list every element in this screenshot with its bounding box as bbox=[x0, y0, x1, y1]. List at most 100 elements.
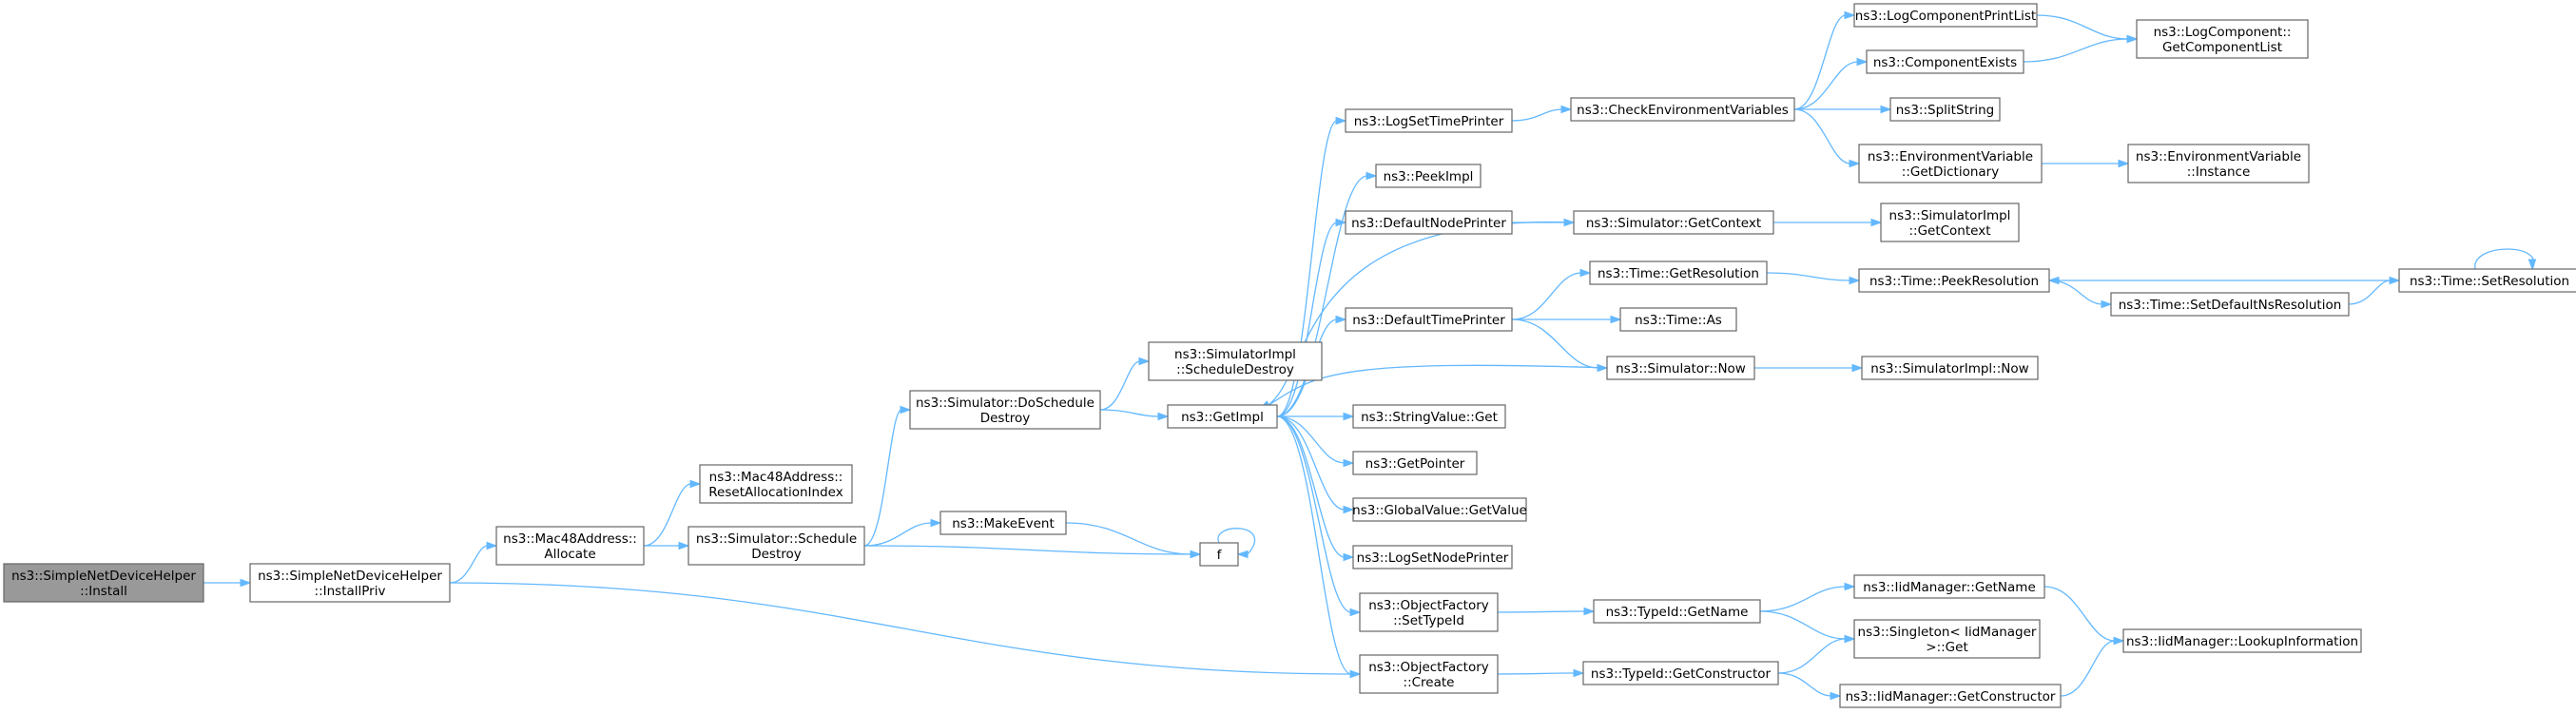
node-ns3-checkenvironmentvariables[interactable]: ns3::CheckEnvironmentVariables bbox=[1570, 97, 1795, 122]
node-ns3-componentexists[interactable]: ns3::ComponentExists bbox=[1866, 49, 2024, 74]
edge-n7-n7 bbox=[1217, 528, 1256, 559]
edge-line bbox=[1793, 108, 1851, 164]
node-ns3-makeevent[interactable]: ns3::MakeEvent bbox=[939, 511, 1067, 535]
node-ns3-singleton-iidmanager-get[interactable]: ns3::Singleton< IidManager>::Get bbox=[1853, 619, 2041, 659]
node-ns3-splitstring[interactable]: ns3::SplitString bbox=[1889, 97, 2001, 122]
edge-n26-n36 bbox=[1777, 672, 1842, 701]
node-box bbox=[1167, 404, 1278, 429]
edge-n28-n37 bbox=[2023, 34, 2139, 63]
node-box bbox=[1619, 307, 1737, 332]
node-label: ResetAllocationIndex bbox=[708, 485, 843, 500]
edge-line bbox=[2023, 38, 2129, 63]
node-ns3-simulatorimpl-now[interactable]: ns3::SimulatorImpl::Now bbox=[1861, 356, 2039, 380]
node-box bbox=[909, 390, 1101, 430]
node-box bbox=[1199, 542, 1239, 567]
node-ns3-time-setresolution[interactable]: ns3::Time::SetResolution bbox=[2398, 268, 2576, 293]
node-ns3-getpointer[interactable]: ns3::GetPointer bbox=[1352, 451, 1478, 475]
node-box bbox=[1148, 341, 1323, 381]
node-ns3-logcomponent-getcomponentlist[interactable]: ns3::LogComponent::GetComponentList bbox=[2136, 19, 2309, 59]
node-label: ns3::Simulator::GetContext bbox=[1586, 216, 1761, 231]
edge-line bbox=[1276, 415, 1346, 464]
node-label: ns3::Mac48Address:: bbox=[503, 531, 637, 547]
node-ns3-simulatorimpl-scheduledestroy[interactable]: ns3::SimulatorImpl::ScheduleDestroy bbox=[1148, 341, 1323, 381]
node-label: ns3::SimulatorImpl::Now bbox=[1870, 361, 2028, 376]
edge-n13-n23 bbox=[1512, 315, 1622, 324]
edge-n25-n34 bbox=[1759, 582, 1856, 612]
node-ns3-iidmanager-lookupinformation[interactable]: ns3::IidManager::LookupInformation bbox=[2122, 628, 2362, 653]
node-ns3-stringvalue-get[interactable]: ns3::StringValue::Get bbox=[1352, 404, 1506, 429]
edge-n9-n17 bbox=[1276, 415, 1355, 562]
edge-n5-n8 bbox=[1099, 357, 1151, 411]
node-box bbox=[1889, 97, 2001, 122]
edge-line bbox=[1276, 175, 1368, 417]
node-label: ns3::MakeEvent bbox=[952, 516, 1055, 531]
node-ns3-iidmanager-getconstructor[interactable]: ns3::IidManager::GetConstructor bbox=[1839, 684, 2062, 708]
node-ns3-getimpl[interactable]: ns3::GetImpl bbox=[1167, 404, 1278, 429]
node-box bbox=[2122, 628, 2362, 653]
node-ns3-typeid-getname[interactable]: ns3::TypeId::GetName bbox=[1593, 599, 1761, 624]
edge-n26-n35 bbox=[1777, 634, 1856, 674]
node-ns3-environmentvariable-instance[interactable]: ns3::EnvironmentVariable::Instance bbox=[2127, 144, 2310, 183]
node-ns3-mac48address-resetallocationindex[interactable]: ns3::Mac48Address::ResetAllocationIndex bbox=[699, 464, 853, 504]
node-label: ns3::Singleton< IidManager bbox=[1858, 625, 2037, 640]
node-ns3-logcomponentprintlist[interactable]: ns3::LogComponentPrintList bbox=[1853, 3, 2038, 28]
node-box bbox=[1853, 619, 2041, 659]
edge-n4-n7 bbox=[863, 545, 1202, 559]
edge-n32-n39 bbox=[2048, 280, 2113, 309]
node-ns3-iidmanager-getname[interactable]: ns3::IidManager::GetName bbox=[1853, 574, 2045, 599]
node-ns3-objectfactory-settypeid[interactable]: ns3::ObjectFactory::SetTypeId bbox=[1359, 592, 1499, 632]
node-label: ns3::IidManager::GetName bbox=[1863, 580, 2036, 595]
node-ns3-environmentvariable-getdictionary[interactable]: ns3::EnvironmentVariable::GetDictionary bbox=[1858, 144, 2043, 183]
node-box bbox=[1858, 268, 2050, 293]
node-ns3-logsetnodeprinter[interactable]: ns3::LogSetNodePrinter bbox=[1352, 545, 1513, 569]
node-box bbox=[3, 563, 204, 603]
edge-n20-n27 bbox=[1793, 10, 1856, 110]
edge-line bbox=[1065, 522, 1192, 555]
node-label: Allocate bbox=[544, 547, 595, 562]
edge-line bbox=[1276, 415, 1352, 613]
node-label: ns3::Time::SetResolution bbox=[2410, 274, 2569, 289]
node-label: ns3::LogSetNodePrinter bbox=[1357, 550, 1509, 566]
node-ns3-time-setdefaultnsresolution[interactable]: ns3::Time::SetDefaultNsResolution bbox=[2110, 292, 2350, 317]
node-ns3-simulatorimpl-getcontext[interactable]: ns3::SimulatorImpl::GetContext bbox=[1880, 203, 2020, 242]
node-ns3-simulator-now[interactable]: ns3::Simulator::Now bbox=[1606, 356, 1755, 380]
node-label: f bbox=[1217, 548, 1223, 563]
node-box bbox=[1352, 404, 1506, 429]
node-ns3-defaulttimeprinter[interactable]: ns3::DefaultTimePrinter bbox=[1345, 307, 1513, 332]
node-box bbox=[939, 511, 1067, 535]
edge-n19-n26 bbox=[1497, 668, 1585, 678]
node-f[interactable]: f bbox=[1199, 542, 1239, 567]
node-ns3-simulator-getcontext[interactable]: ns3::Simulator::GetContext bbox=[1573, 210, 1774, 235]
node-ns3-simplenetdevicehelper-installpriv[interactable]: ns3::SimpleNetDeviceHelper::InstallPriv bbox=[249, 563, 451, 603]
node-label: ns3::TypeId::GetName bbox=[1606, 605, 1749, 620]
node-ns3-simplenetdevicehelper-install[interactable]: ns3::SimpleNetDeviceHelper::Install bbox=[3, 563, 204, 603]
node-box bbox=[699, 464, 853, 504]
edge-n13-n22 bbox=[1511, 268, 1592, 320]
node-ns3-typeid-getconstructor[interactable]: ns3::TypeId::GetConstructor bbox=[1582, 661, 1779, 685]
edge-line bbox=[2043, 586, 2116, 642]
node-box bbox=[1375, 164, 1482, 188]
node-ns3-objectfactory-create[interactable]: ns3::ObjectFactory::Create bbox=[1359, 654, 1499, 694]
node-ns3-peekimpl[interactable]: ns3::PeekImpl bbox=[1375, 164, 1482, 188]
node-ns3-mac48address-allocate[interactable]: ns3::Mac48Address::Allocate bbox=[495, 526, 645, 566]
node-ns3-time-peekresolution[interactable]: ns3::Time::PeekResolution bbox=[1858, 268, 2050, 293]
edge-n9-n14 bbox=[1276, 412, 1355, 421]
node-label: ns3::Time::SetDefaultNsResolution bbox=[2119, 298, 2342, 313]
edge-line bbox=[1793, 61, 1859, 110]
edge-line bbox=[1099, 409, 1160, 417]
node-label: ns3::IidManager::LookupInformation bbox=[2126, 634, 2358, 649]
node-ns3-logsettimeprinter[interactable]: ns3::LogSetTimePrinter bbox=[1345, 108, 1513, 133]
node-ns3-time-getresolution[interactable]: ns3::Time::GetResolution bbox=[1589, 261, 1768, 285]
edge-n1-n2 bbox=[449, 541, 498, 584]
node-ns3-defaultnodeprinter[interactable]: ns3::DefaultNodePrinter bbox=[1345, 210, 1513, 235]
node-ns3-globalvalue-getvalue[interactable]: ns3::GlobalValue::GetValue bbox=[1352, 497, 1527, 522]
edge-line bbox=[2036, 14, 2129, 40]
node-ns3-simulator-scheduledestroy[interactable]: ns3::Simulator::ScheduleDestroy bbox=[688, 526, 865, 566]
node-ns3-time-as[interactable]: ns3::Time::As bbox=[1619, 307, 1737, 332]
edges-layer bbox=[203, 10, 2537, 701]
node-label: ns3::SimulatorImpl bbox=[1174, 347, 1296, 362]
edge-n1-n19 bbox=[449, 582, 1362, 679]
edge-line bbox=[1777, 672, 1832, 697]
node-box bbox=[2136, 19, 2309, 59]
